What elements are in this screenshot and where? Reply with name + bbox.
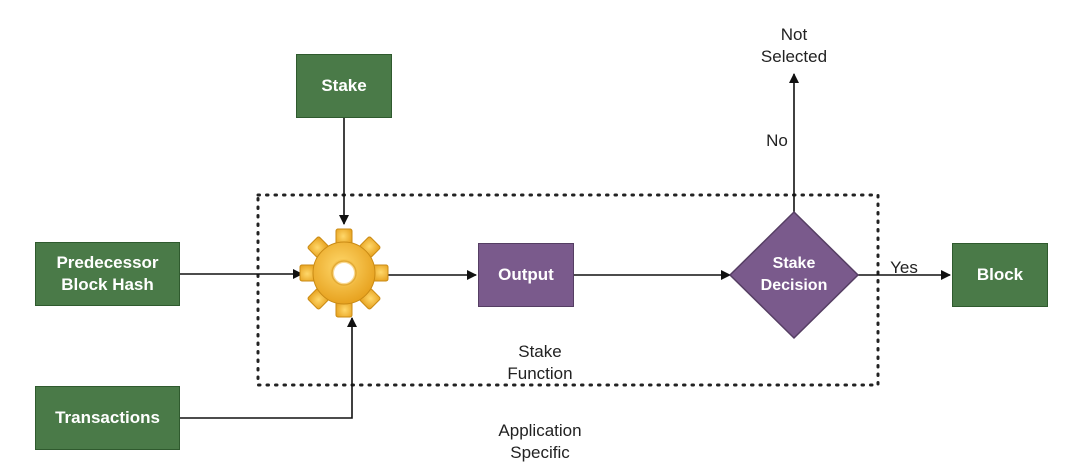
application-specific-label: Application Specific: [498, 421, 582, 462]
stake-function-boundary: [256, 193, 880, 387]
stake-function-label: Stake Function: [507, 342, 573, 383]
yes-label: Yes: [890, 258, 918, 277]
output-node: Output: [478, 243, 574, 307]
transactions-node: Transactions: [35, 386, 180, 450]
stake-decision-label: Stake Decision: [760, 255, 828, 294]
no-label: No: [766, 131, 788, 150]
arrow-transactions-to-gear: [180, 317, 357, 419]
not-selected-label: Not Selected: [760, 25, 828, 66]
predecessor-block-hash-node: Predecessor Block Hash: [35, 242, 180, 306]
stake-decision-diamond: [728, 210, 860, 340]
gear-icon: [299, 228, 389, 318]
stake-node: Stake: [296, 54, 392, 118]
block-node: Block: [952, 243, 1048, 307]
